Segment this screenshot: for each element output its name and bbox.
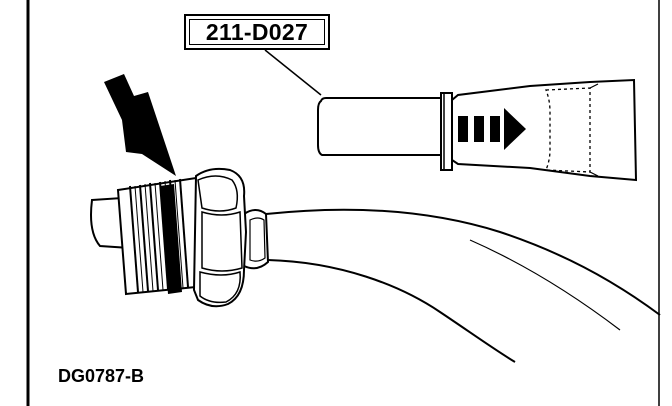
push-direction-arrow [458,108,526,150]
o-ring [160,184,182,294]
callout-leader-line [264,49,322,96]
fuel-line-hose [265,208,661,363]
figure-id-label: DG0787-B [58,366,145,386]
disconnect-tool [317,78,638,182]
hose-ferrule [243,209,270,270]
tool-collar [440,92,453,171]
tool-number-label: 211-D027 [205,18,309,45]
tool-callout: 211-D027 [184,14,330,50]
tool-tip [317,97,442,156]
pointer-arrow [104,74,176,176]
callout-inner-frame [189,19,325,45]
tool-grip-recess [545,87,591,173]
hex-nut [192,167,248,308]
